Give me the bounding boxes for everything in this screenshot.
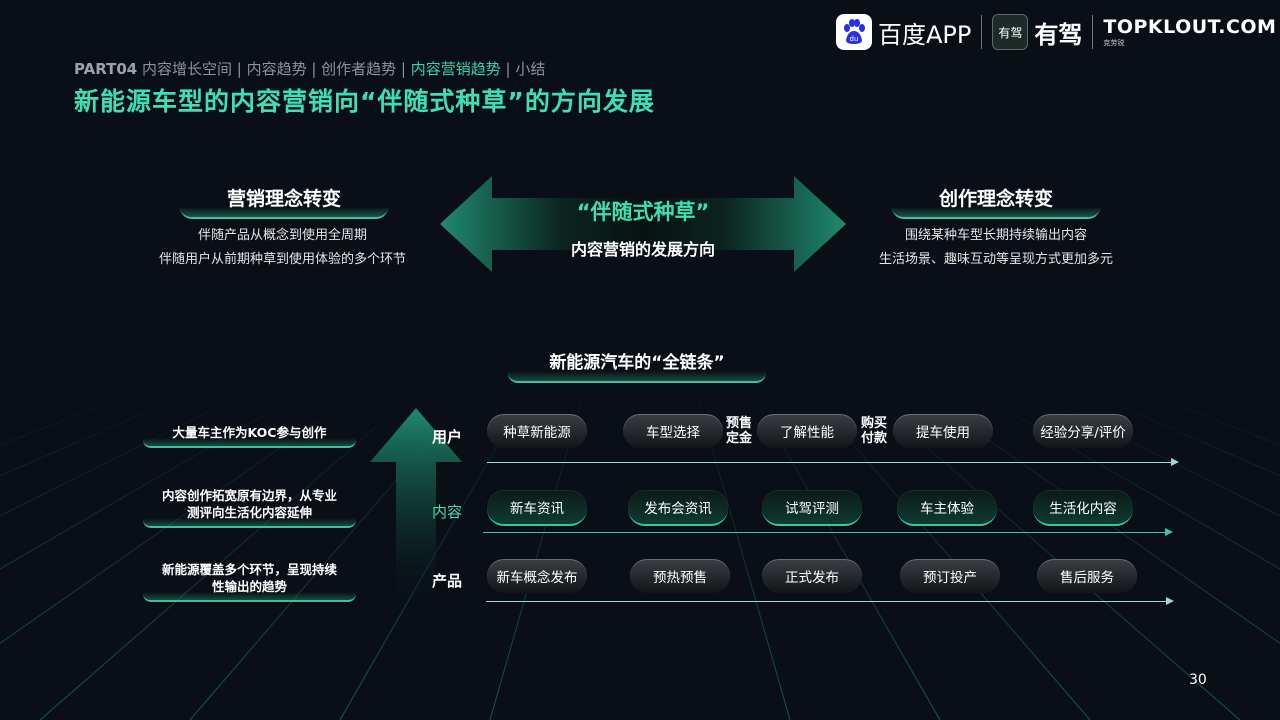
- creation-concept-title: 创作理念转变: [892, 184, 1100, 219]
- grid-line: [1217, 380, 1280, 401]
- youjia-text: 有驾: [1034, 20, 1083, 49]
- creation-concept-desc: 围绕某种车型长期持续输出内容 生活场景、趣味互动等呈现方式更加多元: [840, 224, 1152, 272]
- youjia-badge-icon: 有驾: [992, 14, 1029, 50]
- feature-continuous-output: 新能源覆盖多个环节，呈现持续 性输出的趋势: [143, 561, 356, 602]
- chip-product-4: 售后服务: [1037, 559, 1137, 593]
- desc-line: 围绕某种车型长期持续输出内容: [904, 228, 1087, 243]
- page-number: 30: [1189, 672, 1207, 688]
- grid-line: [1112, 380, 1280, 446]
- grid-line: [1269, 380, 1280, 384]
- baidu-paw-icon: du: [836, 14, 872, 50]
- feature-line: 内容创作拓宽原有边界，从专业: [161, 488, 337, 503]
- chip-user-1: 车型选择: [623, 414, 723, 448]
- chip-product-1: 预热预售: [630, 559, 730, 593]
- product-row-arrow: [486, 597, 1174, 605]
- chip-product-0: 新车概念发布: [487, 559, 587, 593]
- breadcrumb-active: 内容营销趋势: [410, 60, 501, 78]
- user-row-arrow: [487, 458, 1179, 466]
- double-arrow-icon: [440, 176, 846, 272]
- chip-user-4: 经验分享/评价: [1033, 414, 1133, 448]
- content-row-arrow: [483, 528, 1173, 536]
- desc-line: 伴随产品从概念到使用全周期: [197, 228, 367, 243]
- desc-line: 生活场景、趣味互动等呈现方式更加多元: [878, 252, 1113, 267]
- topklout-logo: TOPKLOUT.COM 克劳锐: [1103, 16, 1276, 48]
- breadcrumb-part: PART04: [74, 60, 138, 78]
- chip-content-2: 试驾评测: [762, 490, 862, 526]
- center-concept-title: “伴随式种草”: [576, 200, 710, 224]
- chip-user-2: 了解性能: [757, 414, 857, 448]
- feature-content-boundary: 内容创作拓宽原有边界，从专业 测评向生活化内容延伸: [143, 487, 356, 528]
- chip-content-3: 车主体验: [897, 490, 997, 526]
- connector-line: 定金: [725, 431, 752, 446]
- up-arrow-icon: [370, 408, 462, 608]
- baidu-app-text: 百度APP: [878, 20, 972, 49]
- logo-divider: [981, 15, 983, 49]
- connector-payment: 购买 付款: [859, 416, 889, 446]
- row-label-content: 内容: [432, 503, 463, 521]
- breadcrumb-items: 内容增长空间 | 内容趋势 | 创作者趋势 |: [137, 60, 411, 78]
- chip-product-3: 预订投产: [900, 559, 1000, 593]
- feature-line: 大量车主作为KOC参与创作: [172, 425, 327, 440]
- full-chain-title: 新能源汽车的“全链条”: [508, 348, 766, 383]
- chip-product-2: 正式发布: [762, 559, 862, 593]
- connector-line: 购买: [860, 416, 887, 431]
- connector-line: 付款: [860, 431, 887, 446]
- topklout-subtext: 克劳锐: [1103, 39, 1125, 47]
- grid-line: [1164, 380, 1280, 421]
- row-label-product: 产品: [432, 572, 463, 590]
- breadcrumb: PART04 内容增长空间 | 内容趋势 | 创作者趋势 | 内容营销趋势 | …: [74, 58, 545, 79]
- logo-divider: [1092, 15, 1094, 49]
- marketing-concept-title: 营销理念转变: [180, 184, 388, 219]
- grid-line: [0, 380, 11, 384]
- page-title: 新能源车型的内容营销向“伴随式种草”的方向发展: [74, 87, 655, 116]
- chip-user-0: 种草新能源: [487, 414, 587, 448]
- desc-line: 伴随用户从前期种草到使用体验的多个环节: [158, 252, 406, 267]
- center-concept-subtitle: 内容营销的发展方向: [570, 240, 715, 259]
- topklout-text: TOPKLOUT.COM: [1103, 16, 1277, 38]
- feature-line: 性输出的趋势: [211, 579, 287, 594]
- feature-line: 新能源覆盖多个环节，呈现持续: [161, 562, 337, 577]
- chip-content-4: 生活化内容: [1033, 490, 1133, 526]
- breadcrumb-end: | 小结: [500, 60, 546, 78]
- connector-line: 预售: [725, 416, 752, 431]
- row-label-user: 用户: [432, 428, 463, 446]
- chip-content-0: 新车资讯: [487, 490, 587, 526]
- grid-line: [0, 380, 116, 421]
- baidu-app-logo: du 百度APP: [836, 14, 971, 50]
- chip-user-3: 提车使用: [893, 414, 993, 448]
- svg-text:du: du: [850, 35, 859, 43]
- chip-content-1: 发布会资讯: [628, 490, 728, 526]
- feature-koc: 大量车主作为KOC参与创作: [143, 424, 356, 448]
- connector-deposit: 预售 定金: [724, 416, 754, 446]
- grid-line: [0, 380, 63, 401]
- logo-bar: du 百度APP 有驾 有驾 TOPKLOUT.COM 克劳锐: [836, 12, 1276, 52]
- feature-line: 测评向生活化内容延伸: [186, 505, 312, 520]
- marketing-concept-desc: 伴随产品从概念到使用全周期 伴随用户从前期种草到使用体验的多个环节: [130, 224, 435, 272]
